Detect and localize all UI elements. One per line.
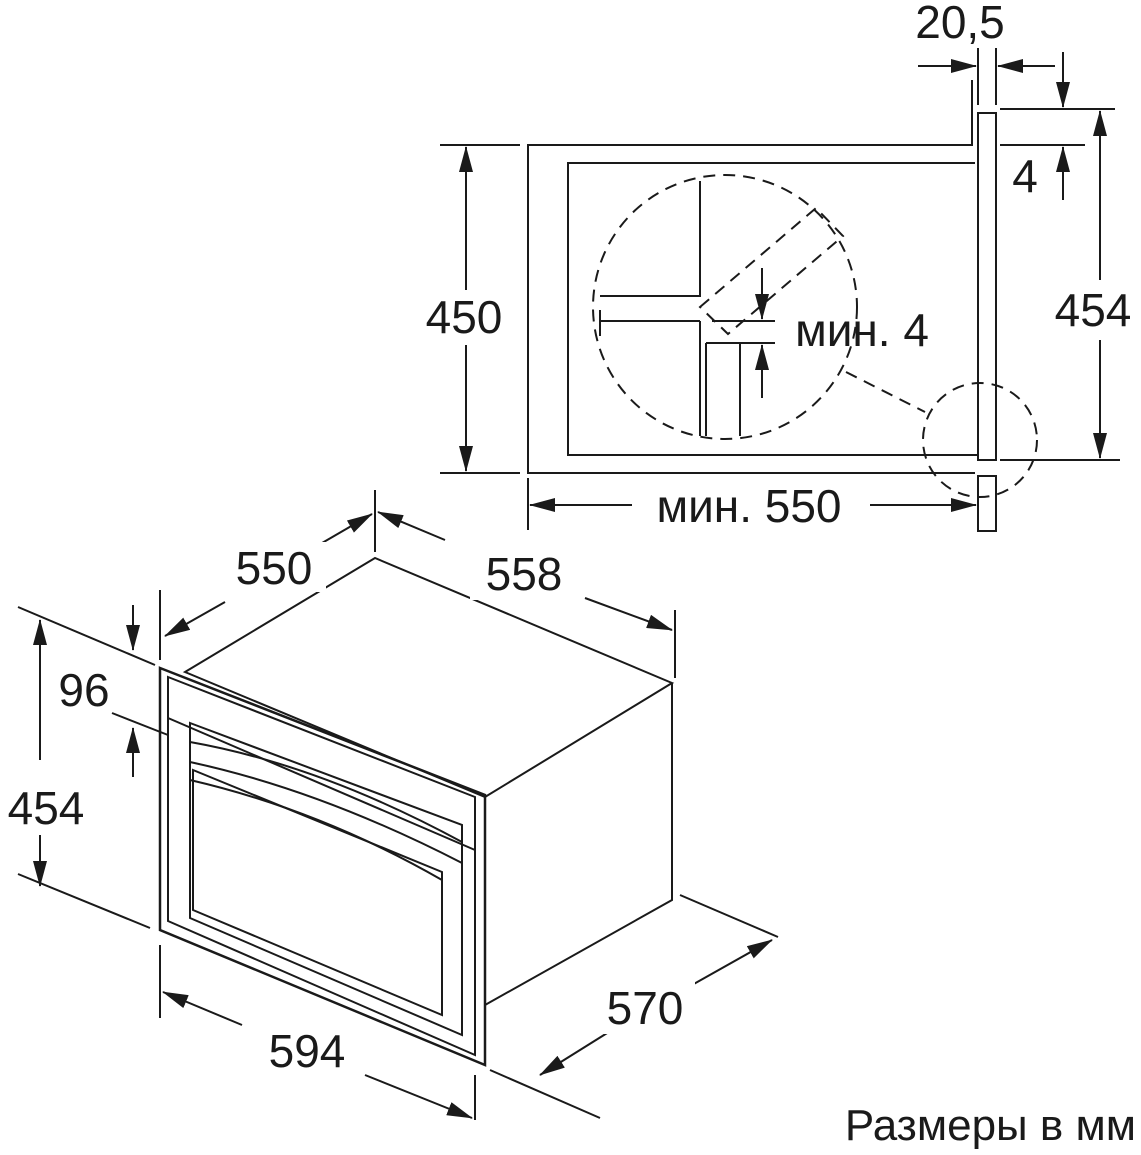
dim-front-width: 594 xyxy=(159,945,476,1120)
front-panel xyxy=(977,112,997,461)
dim-gap-min: мин. 4 xyxy=(712,268,929,398)
appliance-front-frame xyxy=(158,666,487,1067)
label-panel-thickness: 20,5 xyxy=(915,0,1005,48)
detail-internals xyxy=(599,181,845,436)
appliance-front-inner xyxy=(167,675,476,1057)
label-appliance-height-right: 454 xyxy=(1055,284,1132,336)
control-panel-edge xyxy=(167,717,476,851)
niche-section-view: 20,5 4 450 454 xyxy=(410,0,1140,532)
detail-circle-small xyxy=(922,382,1038,498)
dim-total-depth: 570 xyxy=(489,894,779,1119)
appliance-door-window xyxy=(192,768,443,1017)
appliance-body-outline xyxy=(567,162,978,456)
label-front-width: 594 xyxy=(269,1025,346,1077)
dim-front-height: 454 xyxy=(0,619,151,929)
dim-panel-height: 96 xyxy=(17,605,169,777)
detail-circle-large xyxy=(592,174,858,440)
units-caption: Размеры в мм xyxy=(845,1101,1136,1150)
label-panel-height: 96 xyxy=(58,664,109,716)
label-niche-depth: мин. 550 xyxy=(656,480,841,532)
label-gap-min: мин. 4 xyxy=(795,304,929,356)
lower-panel-part xyxy=(977,475,997,532)
dim-body-width: 558 xyxy=(377,511,676,678)
label-body-width: 558 xyxy=(486,548,563,600)
detail-connector xyxy=(845,371,926,413)
dim-body-depth: 550 xyxy=(159,490,376,660)
dim-appliance-height-right: 454 xyxy=(1000,110,1140,461)
label-niche-height: 450 xyxy=(426,291,503,343)
label-total-depth: 570 xyxy=(607,982,684,1034)
dim-niche-depth: мин. 550 xyxy=(527,478,977,532)
appliance-side-face xyxy=(484,683,673,1006)
label-body-depth: 550 xyxy=(236,542,313,594)
appliance-door xyxy=(189,721,463,1037)
door-handle xyxy=(189,740,463,865)
label-front-height: 454 xyxy=(8,782,85,834)
appliance-isometric-view: 550 558 96 454 xyxy=(0,490,779,1120)
dim-top-offset: 4 xyxy=(1000,52,1115,202)
niche-outline xyxy=(527,80,975,474)
dim-niche-height: 450 xyxy=(410,144,520,474)
label-top-offset: 4 xyxy=(1012,150,1038,202)
dim-panel-thickness: 20,5 xyxy=(915,0,1055,105)
